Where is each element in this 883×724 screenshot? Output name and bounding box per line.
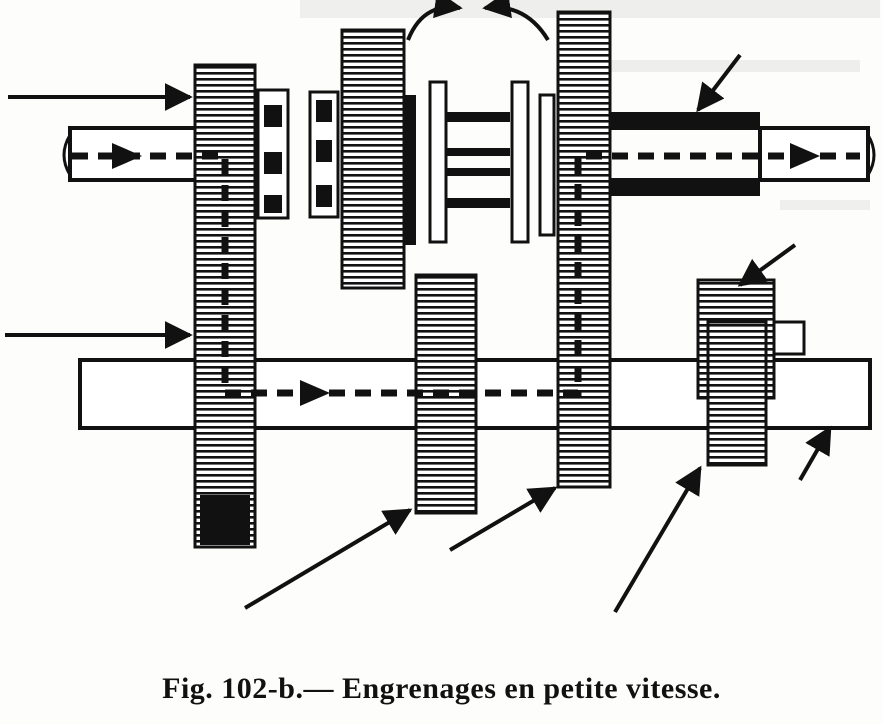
pointer-arrows (5, 0, 832, 614)
power-flow-arrowheads (112, 143, 820, 406)
right-tall-gear (556, 10, 612, 489)
primary-shaft (62, 112, 876, 208)
gearbox-diagram (5, 0, 880, 614)
sliding-gear-upper (340, 28, 416, 290)
idler-gear-pair (696, 278, 806, 467)
synchro-rings (428, 80, 556, 244)
figure-caption: Fig. 102-b.— Engrenages en petite vitess… (162, 672, 721, 705)
left-gear-block (193, 63, 340, 549)
power-flow-path (72, 152, 860, 397)
